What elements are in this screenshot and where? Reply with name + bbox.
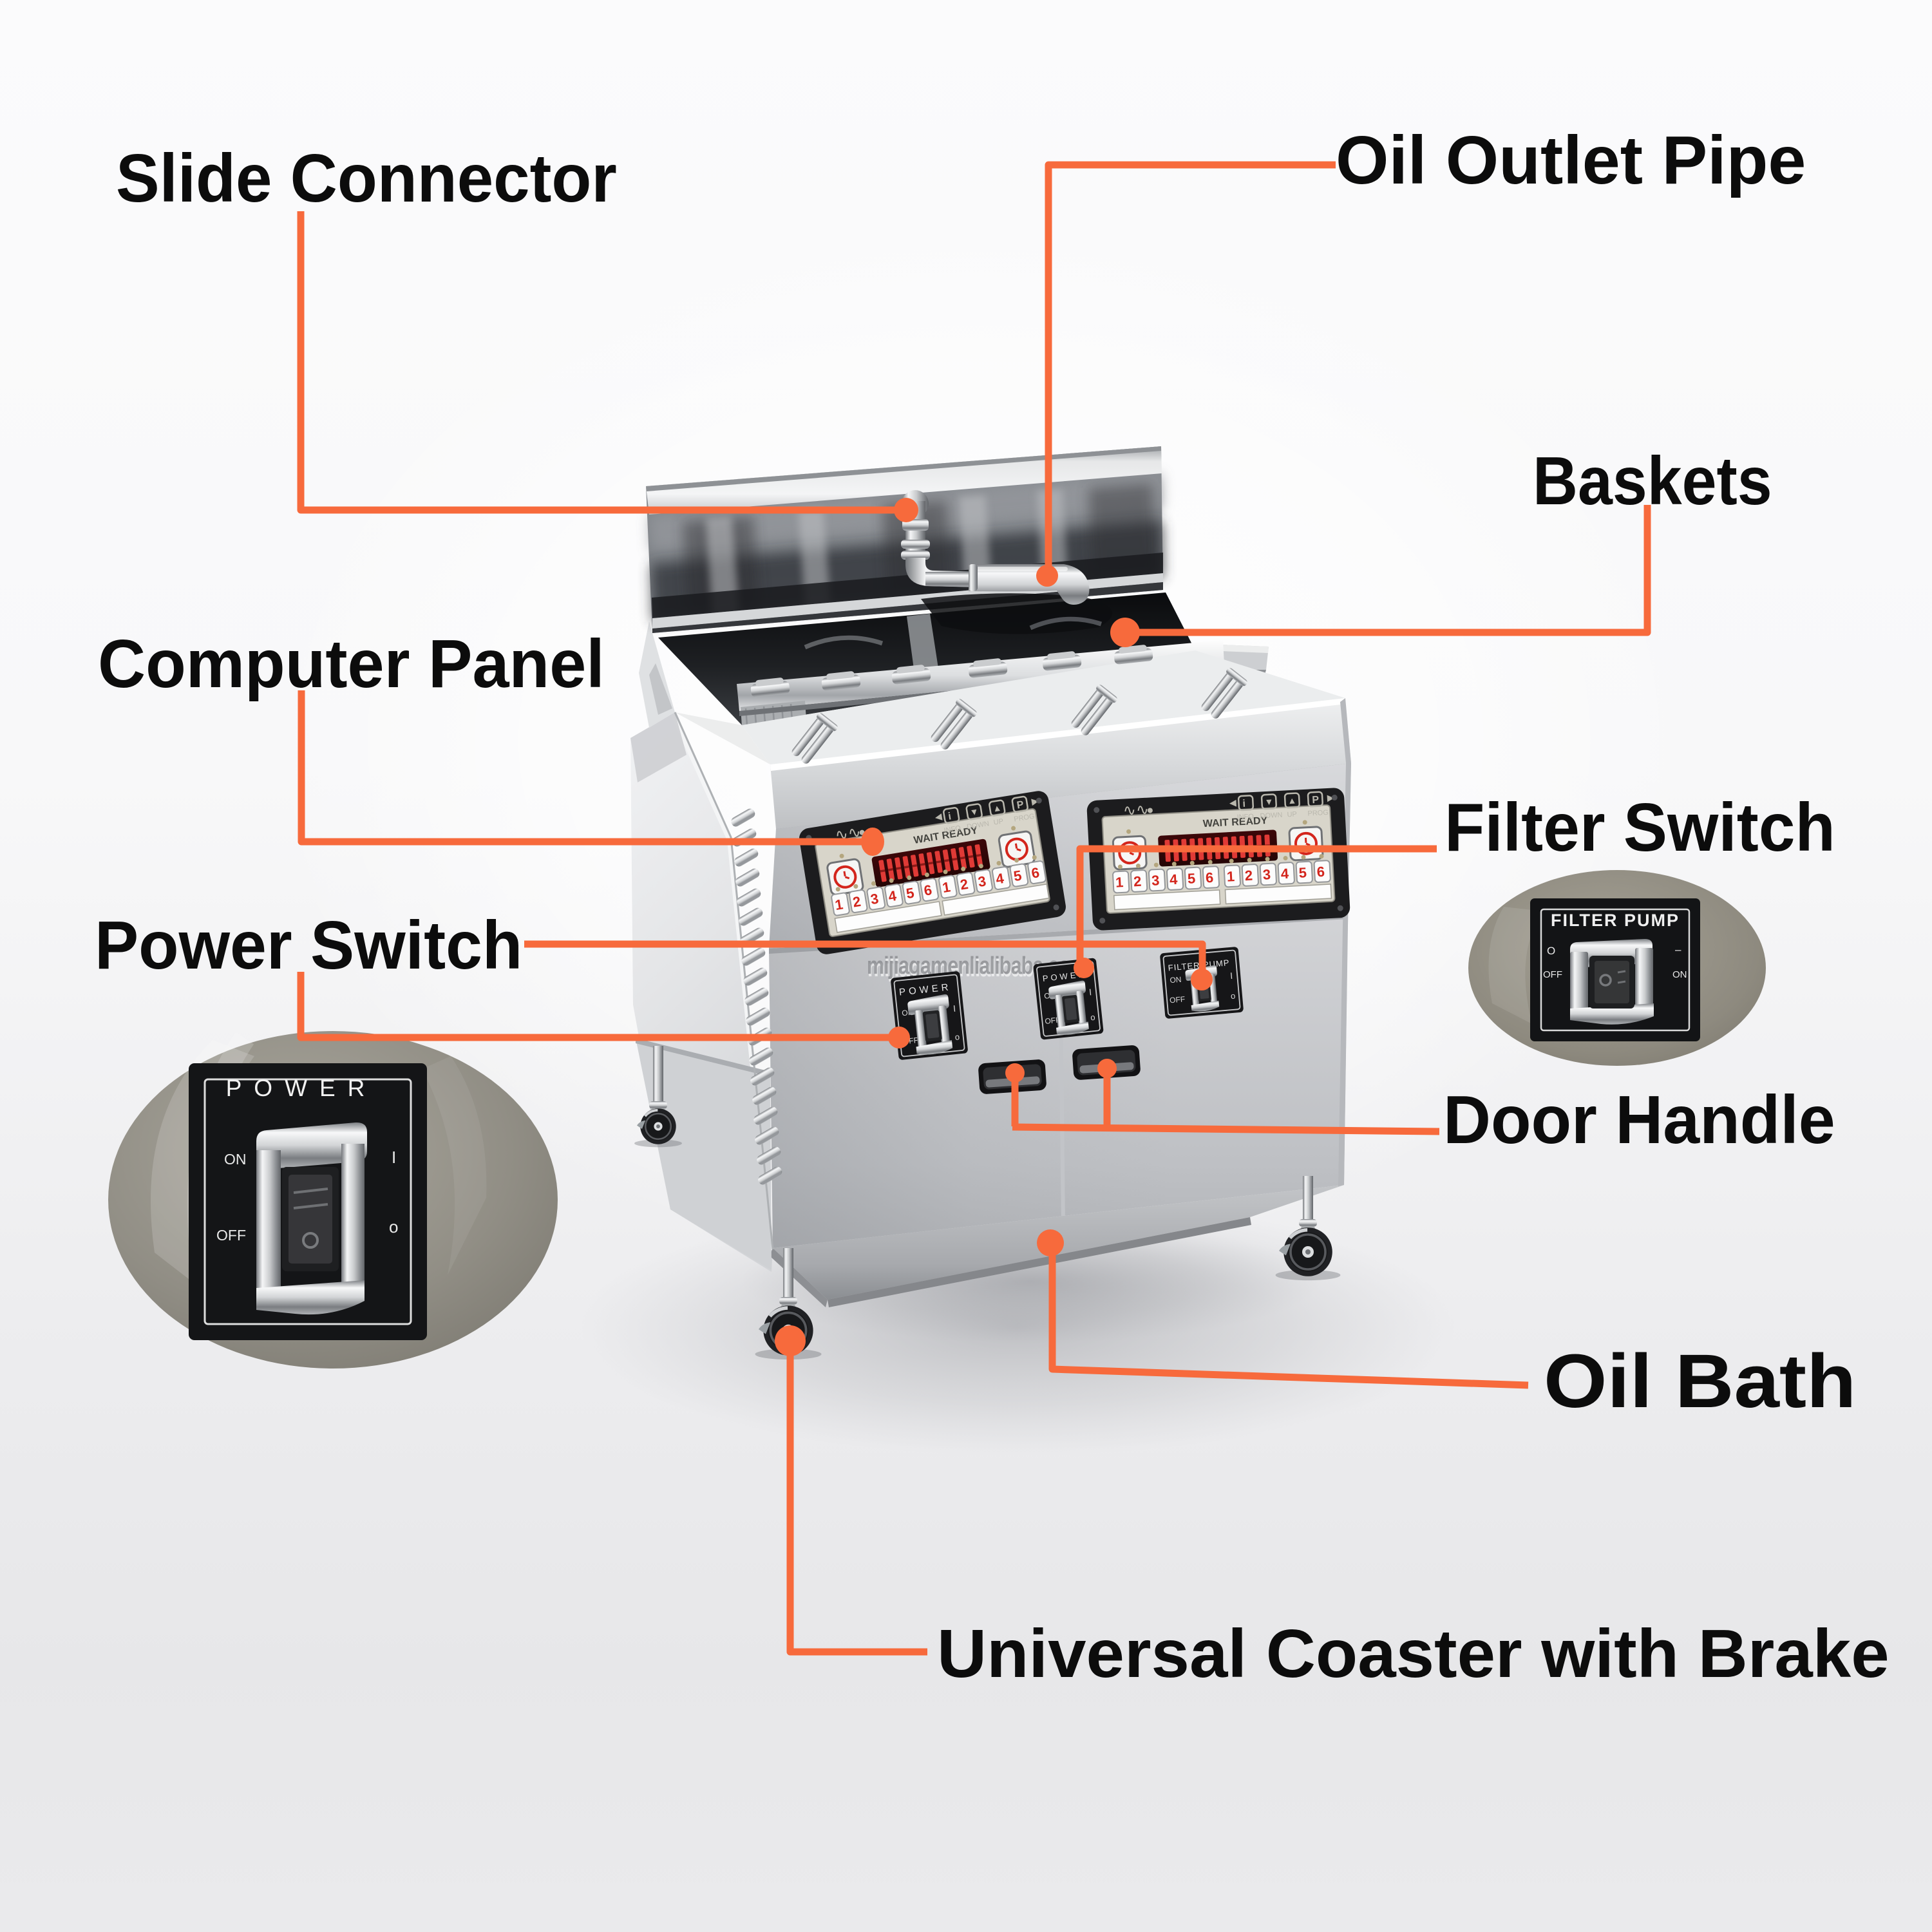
svg-text:►: ► [1325, 791, 1337, 804]
svg-text:◄: ◄ [1227, 796, 1239, 810]
svg-text:6: 6 [1205, 869, 1214, 886]
svg-text:i: i [947, 811, 952, 822]
svg-text:1: 1 [941, 878, 951, 896]
svg-text:UP: UP [1287, 811, 1297, 819]
svg-text:2: 2 [959, 876, 969, 893]
svg-text:1: 1 [834, 896, 844, 913]
svg-text:INFO: INFO [1236, 813, 1254, 821]
svg-text:DOWN: DOWN [1260, 811, 1282, 820]
svg-text:i: i [1242, 799, 1245, 810]
svg-text:6: 6 [923, 882, 933, 899]
svg-text:WAIT READY: WAIT READY [1202, 815, 1268, 829]
svg-text:o: o [389, 1217, 398, 1236]
svg-text:4: 4 [1169, 871, 1178, 888]
svg-text:▲: ▲ [992, 802, 1002, 814]
svg-text:OFF: OFF [1170, 994, 1186, 1005]
svg-text:2: 2 [1244, 867, 1253, 884]
svg-text:2: 2 [851, 893, 862, 911]
svg-text:6: 6 [1316, 864, 1325, 880]
svg-text:o: o [1090, 1012, 1095, 1023]
svg-text:PROG: PROG [1307, 809, 1329, 818]
svg-text:4: 4 [994, 870, 1005, 887]
svg-text:FILTER PUMP: FILTER PUMP [1551, 911, 1680, 930]
svg-text:P: P [1016, 799, 1025, 811]
svg-text:I: I [392, 1148, 396, 1167]
svg-text:P: P [1312, 795, 1320, 806]
svg-text:3: 3 [1262, 866, 1271, 883]
svg-text:o: o [954, 1032, 960, 1042]
svg-text:OFF: OFF [216, 1227, 246, 1244]
svg-text:ON: ON [224, 1151, 247, 1168]
svg-text:4: 4 [1280, 866, 1289, 882]
svg-text:5: 5 [1012, 867, 1023, 885]
svg-text:o: o [1230, 991, 1236, 1001]
svg-text:O: O [1547, 945, 1555, 957]
svg-text:2: 2 [1133, 873, 1142, 890]
svg-text:I: I [1230, 971, 1233, 981]
svg-text:UP: UP [993, 817, 1004, 826]
svg-text:►: ► [1028, 794, 1042, 809]
svg-text:OFF: OFF [1045, 1016, 1061, 1026]
svg-text:4: 4 [887, 887, 898, 905]
svg-text:I: I [952, 1003, 956, 1014]
svg-text:▲: ▲ [1287, 795, 1297, 806]
svg-text:1: 1 [1115, 874, 1124, 891]
svg-text:PROG: PROG [1014, 813, 1036, 824]
svg-text:1: 1 [1226, 868, 1235, 885]
svg-text:DOWN: DOWN [966, 820, 989, 831]
svg-text:5: 5 [905, 885, 915, 902]
svg-text:3: 3 [1151, 872, 1160, 889]
svg-text:5: 5 [1187, 870, 1196, 887]
svg-text:INFO: INFO [943, 824, 961, 835]
svg-text:ON: ON [1170, 975, 1182, 985]
svg-text:3: 3 [977, 873, 987, 890]
svg-text:OFF: OFF [1543, 969, 1562, 980]
svg-text:ON: ON [1672, 969, 1687, 980]
svg-text:3: 3 [869, 891, 880, 908]
svg-text:5: 5 [1298, 864, 1307, 881]
svg-text:I: I [1088, 987, 1092, 997]
svg-text:POWER: POWER [226, 1075, 377, 1101]
svg-text:∿∿: ∿∿ [1122, 801, 1150, 820]
svg-text:6: 6 [1030, 864, 1041, 882]
svg-text:◄: ◄ [932, 810, 945, 824]
svg-text:▼: ▼ [969, 806, 980, 817]
svg-text:–: – [1675, 943, 1681, 956]
svg-text:▼: ▼ [1264, 796, 1274, 807]
